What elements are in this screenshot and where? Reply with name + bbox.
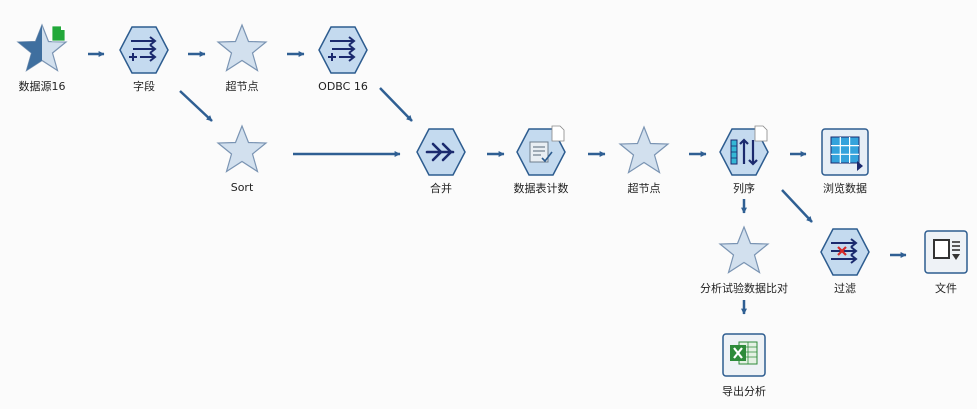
conn-field-sort[interactable]: [179, 90, 213, 122]
node-table-count[interactable]: 数据表计数: [481, 124, 601, 196]
node-label: 导出分析: [722, 385, 766, 398]
file-export-icon: [924, 230, 968, 274]
node-browse[interactable]: 浏览数据: [785, 124, 905, 196]
node-label: 合并: [430, 182, 452, 195]
merge-icon: [416, 128, 466, 176]
node-label: ODBC 16: [318, 80, 368, 93]
node-label: 文件: [935, 282, 957, 295]
node-sort[interactable]: Sort: [182, 123, 302, 195]
node-label: 超节点: [627, 182, 661, 195]
star-icon: [216, 124, 268, 173]
node-label: 数据源16: [18, 80, 66, 93]
node-export-analysis[interactable]: 导出分析: [684, 327, 804, 399]
node-supernode-2[interactable]: 超节点: [584, 124, 704, 196]
node-label: 分析试验数据比对: [700, 282, 788, 295]
node-label: 列序: [733, 182, 755, 195]
table-count-icon: [516, 125, 566, 176]
table-browse-icon: [821, 128, 869, 176]
node-field[interactable]: 字段: [84, 22, 204, 94]
field-ops-icon: [318, 26, 368, 74]
node-label: 超节点: [225, 80, 259, 93]
excel-export-icon: [722, 333, 766, 377]
node-label: 数据表计数: [513, 182, 569, 195]
node-datasource16[interactable]: 数据源16: [0, 22, 102, 94]
node-label: 过滤: [834, 282, 856, 295]
node-file[interactable]: 文件: [886, 224, 977, 296]
conn-sortcols-filter[interactable]: [781, 189, 813, 223]
node-label: 字段: [133, 80, 155, 93]
star-icon: [216, 23, 268, 72]
node-label: 浏览数据: [823, 182, 867, 195]
filter-icon: [820, 228, 870, 276]
conn-odbc-merge[interactable]: [379, 87, 413, 122]
node-filter[interactable]: 过滤: [785, 224, 905, 296]
node-label: Sort: [230, 181, 254, 194]
node-analysis[interactable]: 分析试验数据比对: [684, 224, 804, 296]
star-source-icon: [16, 23, 68, 72]
node-supernode-1[interactable]: 超节点: [182, 22, 302, 94]
node-merge[interactable]: 合并: [381, 124, 501, 196]
field-ops-icon: [119, 26, 169, 74]
star-icon: [618, 125, 670, 174]
node-odbc16[interactable]: ODBC 16: [283, 22, 403, 94]
star-icon: [718, 225, 770, 274]
sort-columns-icon: [719, 125, 769, 176]
node-sort-columns[interactable]: 列序: [684, 124, 804, 196]
